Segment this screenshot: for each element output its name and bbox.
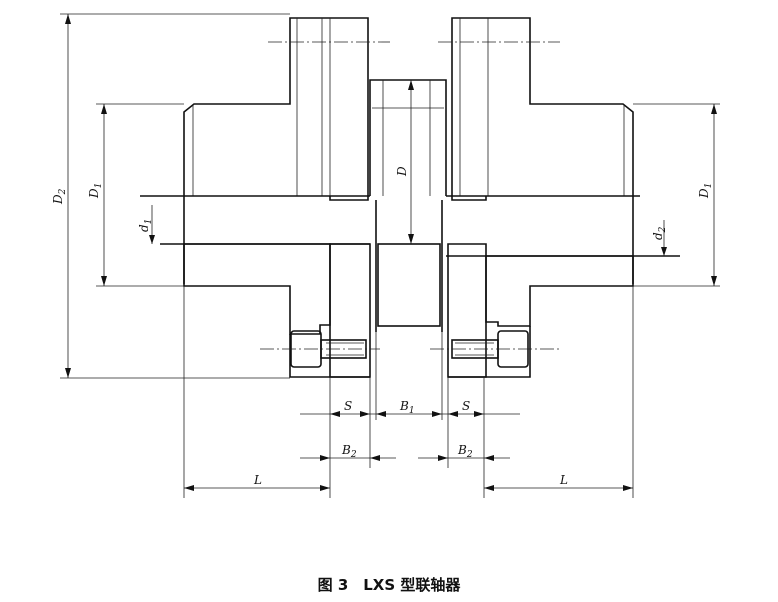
label-D1-right: D1 xyxy=(697,183,714,199)
label-B2-left: B2 xyxy=(341,443,357,460)
label-D: D xyxy=(395,166,409,177)
label-S-left: S xyxy=(344,399,352,413)
dimensions: D2 D1 D1 D d1 d2 S B1 S B2 B2 L L xyxy=(51,14,717,491)
label-B2-right: B2 xyxy=(457,443,473,460)
label-B1: B1 xyxy=(399,399,415,416)
label-L-right: L xyxy=(559,473,568,487)
label-S-right: S xyxy=(462,399,470,413)
label-D2: D2 xyxy=(51,188,68,205)
label-d1: d1 xyxy=(137,219,154,232)
left-half-coupling xyxy=(183,17,371,378)
label-D1-left: D1 xyxy=(87,183,104,199)
label-L-left: L xyxy=(253,473,262,487)
right-half-coupling xyxy=(447,17,634,378)
elastic-element xyxy=(369,79,447,332)
figure-caption: 图 3 LXS 型联轴器 xyxy=(317,576,461,594)
label-d2: d2 xyxy=(651,226,668,240)
elastic-spider-section xyxy=(377,243,441,327)
